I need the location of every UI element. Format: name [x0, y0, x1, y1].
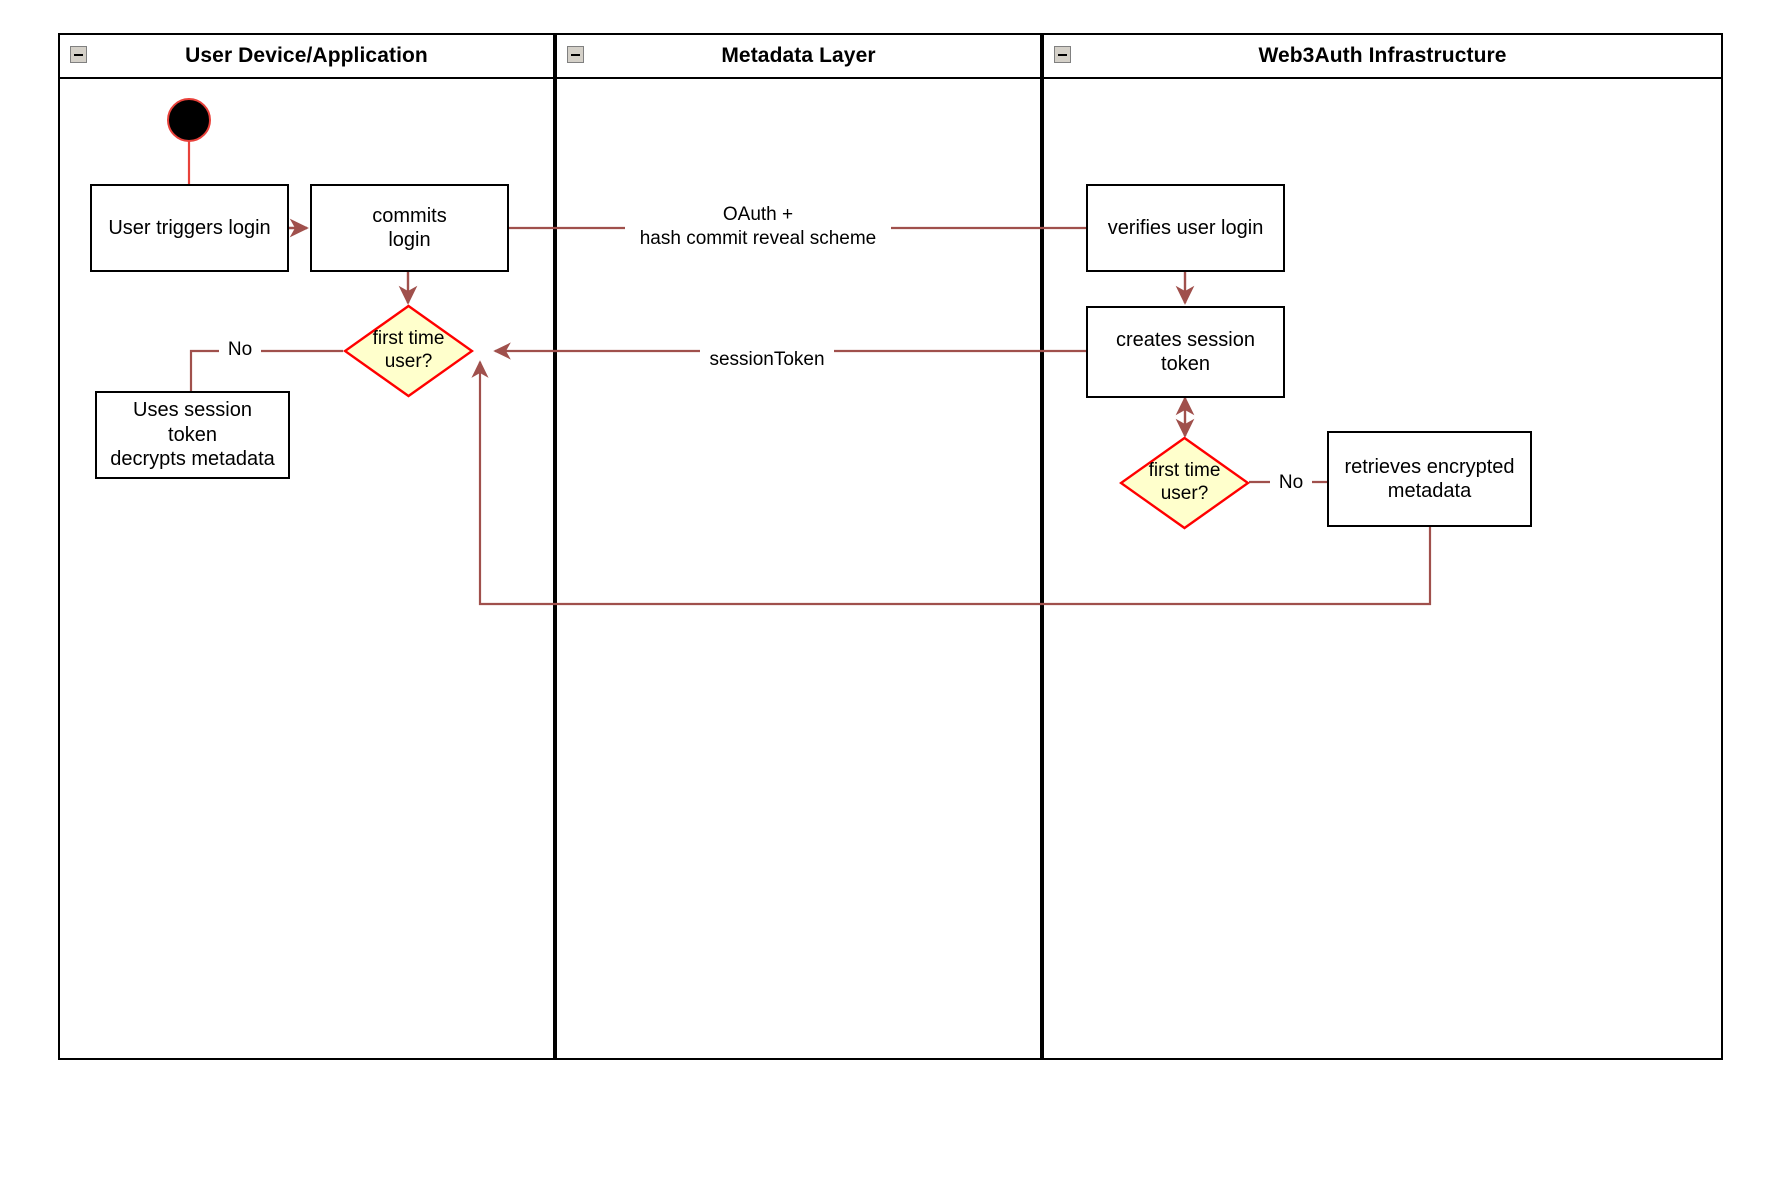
activity-retrieves-encrypted-metadata[interactable]: retrieves encrypted metadata [1327, 431, 1532, 527]
swimlane-header-user-device: User Device/Application [60, 35, 553, 79]
swimlane-title: User Device/Application [185, 44, 428, 67]
edge-label-no-left: No [219, 338, 261, 362]
activity-creates-session-token[interactable]: creates session token [1086, 306, 1285, 398]
swimlane-metadata-layer[interactable]: Metadata Layer [555, 33, 1042, 1060]
decision-first-time-user-right[interactable]: first time user? [1119, 436, 1250, 530]
swimlane-header-web3auth: Web3Auth Infrastructure [1044, 35, 1721, 79]
activity-verifies-user-login[interactable]: verifies user login [1086, 184, 1285, 272]
edge-label-no-right: No [1270, 471, 1312, 495]
swimlane-title: Web3Auth Infrastructure [1258, 44, 1507, 67]
start-node-icon [167, 98, 211, 142]
diamond-shape [343, 304, 474, 398]
minus-icon[interactable] [567, 46, 584, 63]
activity-uses-session-token[interactable]: Uses session token decrypts metadata [95, 391, 290, 479]
edge-label-oauth: OAuth + hash commit reveal scheme [625, 203, 891, 251]
diamond-shape [1119, 436, 1250, 530]
swimlane-title: Metadata Layer [721, 44, 876, 67]
swimlane-header-metadata-layer: Metadata Layer [557, 35, 1040, 79]
activity-user-triggers-login[interactable]: User triggers login [90, 184, 289, 272]
minus-icon[interactable] [70, 46, 87, 63]
edge-label-session-token: sessionToken [700, 348, 834, 372]
decision-first-time-user-left[interactable]: first time user? [343, 304, 474, 398]
minus-icon[interactable] [1054, 46, 1071, 63]
activity-commits-login[interactable]: commits login [310, 184, 509, 272]
